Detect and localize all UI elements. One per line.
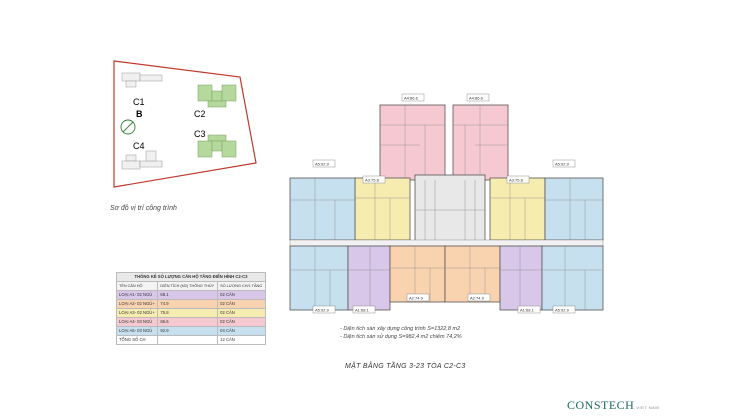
row-area: 92.9: [157, 326, 219, 336]
tag-a2-left: A2:74.9: [406, 293, 430, 302]
unit-a5-top-right: [544, 177, 604, 241]
row-name: LOẠI A1- 02 NGỦ: [115, 290, 159, 300]
unit-a5-top-left: [289, 177, 356, 241]
row-name: LOẠI A3- 02 NGỦ+: [115, 308, 159, 318]
tag-a5-top-left: A5:92.9: [312, 159, 336, 168]
svg-text:A2:74.9: A2:74.9: [470, 296, 485, 301]
site-map-caption: Sơ đồ vị trí công trình: [110, 205, 177, 212]
row-area: 74.9: [157, 299, 219, 309]
tag-a4-right: A4:86.6: [466, 93, 490, 102]
row-area: 68.1: [157, 290, 219, 300]
unit-a1-left: [347, 245, 391, 311]
logo-sub: VIET NAM: [636, 405, 660, 410]
svg-text:A3:75.8: A3:75.8: [509, 178, 524, 183]
row-name: LOẠI A5- 03 NGỦ: [115, 326, 159, 336]
total-area: [157, 335, 219, 345]
unit-a5-bottom-right: [541, 245, 604, 311]
unit-a3-left: [354, 177, 411, 241]
total-count: 12 CĂN: [217, 335, 266, 345]
site-boundary: [113, 60, 257, 188]
row-area: 75.8: [157, 308, 219, 318]
unit-a2-right: [444, 245, 501, 303]
label-c1: C1: [133, 97, 145, 107]
stats-header-row: TÊN CĂN HỘ DIỆN TÍCH (M2) THÔNG THỦY SỐ …: [115, 281, 266, 291]
svg-text:A5:92.9: A5:92.9: [315, 162, 330, 167]
core-stairs: [414, 174, 486, 246]
table-row: LOẠI A2- 02 NGỦ+ 74.9 02 CĂN: [115, 299, 266, 309]
row-name: LOẠI A4- 03 NGỦ: [115, 317, 159, 327]
table-row: LOẠI A5- 03 NGỦ 92.9 04 CĂN: [115, 326, 266, 336]
svg-text:A5:92.9: A5:92.9: [315, 308, 330, 313]
unit-a4-left: [379, 104, 446, 181]
table-row: LOẠI A4- 03 NGỦ 86.6 02 CĂN: [115, 317, 266, 327]
tag-a5-top-right: A5:92.9: [552, 159, 576, 168]
row-count: 02 CĂN: [217, 299, 266, 309]
svg-text:A4:86.6: A4:86.6: [469, 96, 484, 101]
north-compass-icon: [120, 119, 136, 135]
building-c2: [197, 84, 237, 108]
svg-text:A5:92.9: A5:92.9: [555, 162, 570, 167]
label-c4: C4: [133, 141, 145, 151]
building-c1: [121, 72, 163, 88]
svg-text:A1:68.1: A1:68.1: [355, 308, 370, 313]
row-count: 02 CĂN: [217, 308, 266, 318]
total-row: TỔNG SỐ CH 12 CĂN: [115, 335, 266, 345]
note-line: - Diện tích sàn sử dụng S=982,4 m2 chiếm…: [340, 334, 462, 340]
table-row: LOẠI A3- 02 NGỦ+ 75.8 02 CĂN: [115, 308, 266, 318]
header-area: DIỆN TÍCH (M2) THÔNG THỦY: [157, 281, 219, 291]
area-notes: - Diện tích sàn xây dựng công trình S=13…: [340, 325, 462, 341]
tag-a3-left: A3:75.8: [362, 175, 386, 184]
unit-a2-left: [389, 245, 446, 303]
total-name: TỔNG SỐ CH: [115, 335, 159, 345]
tag-a1-left: A1:68.1: [352, 305, 376, 314]
building-c3: [197, 134, 237, 158]
label-b: B: [136, 109, 143, 119]
svg-text:A4:86.6: A4:86.6: [404, 96, 419, 101]
unit-a3-right: [489, 177, 546, 241]
tag-a2-right: A2:74.9: [467, 293, 491, 302]
table-row: LOẠI A1- 02 NGỦ 68.1 02 CĂN: [115, 290, 266, 300]
note-line: - Diện tích sàn xây dựng công trình S=13…: [340, 326, 461, 332]
plan-title: MẶT BẰNG TẦNG 3-23 TÒA C2-C3: [345, 363, 466, 370]
row-area: 86.6: [157, 317, 219, 327]
logo-brand: CONSTECH: [567, 398, 635, 412]
apartment-stats-table: THỐNG KÊ SỐ LƯỢNG CĂN HỘ TẦNG ĐIỂN HÌNH …: [115, 272, 266, 345]
header-count: SỐ LƯỢNG CH/1 TẦNG: [217, 281, 266, 291]
tag-a3-right: A3:75.8: [506, 175, 530, 184]
label-c2: C2: [194, 109, 206, 119]
svg-text:A3:75.8: A3:75.8: [365, 178, 380, 183]
site-location-map: C1 C2 B C3 C4: [113, 60, 257, 188]
tag-a1-right: A1:68.1: [517, 305, 541, 314]
svg-text:A1:68.1: A1:68.1: [520, 308, 535, 313]
stats-table-title: THỐNG KÊ SỐ LƯỢNG CĂN HỘ TẦNG ĐIỂN HÌNH …: [116, 272, 266, 282]
unit-a4-right: [452, 104, 509, 181]
building-c4: [121, 150, 163, 170]
floor-plan: .w{stroke:#555;stroke-width:0.8;} .iw{st…: [289, 93, 604, 314]
svg-text:A5:92.9: A5:92.9: [555, 308, 570, 313]
header-name: TÊN CĂN HỘ: [115, 281, 159, 291]
label-c3: C3: [194, 129, 206, 139]
tag-a5-bottom-left: A5:92.9: [312, 305, 336, 314]
row-count: 04 CĂN: [217, 326, 266, 336]
tag-a4-left: A4:86.6: [401, 93, 425, 102]
unit-a1-right: [499, 245, 543, 311]
unit-a5-bottom-left: [289, 245, 349, 311]
row-count: 02 CĂN: [217, 290, 266, 300]
row-name: LOẠI A2- 02 NGỦ+: [115, 299, 159, 309]
svg-text:A2:74.9: A2:74.9: [409, 296, 424, 301]
tag-a5-bottom-right: A5:92.9: [552, 305, 576, 314]
corridor: [289, 239, 604, 247]
row-count: 02 CĂN: [217, 317, 266, 327]
